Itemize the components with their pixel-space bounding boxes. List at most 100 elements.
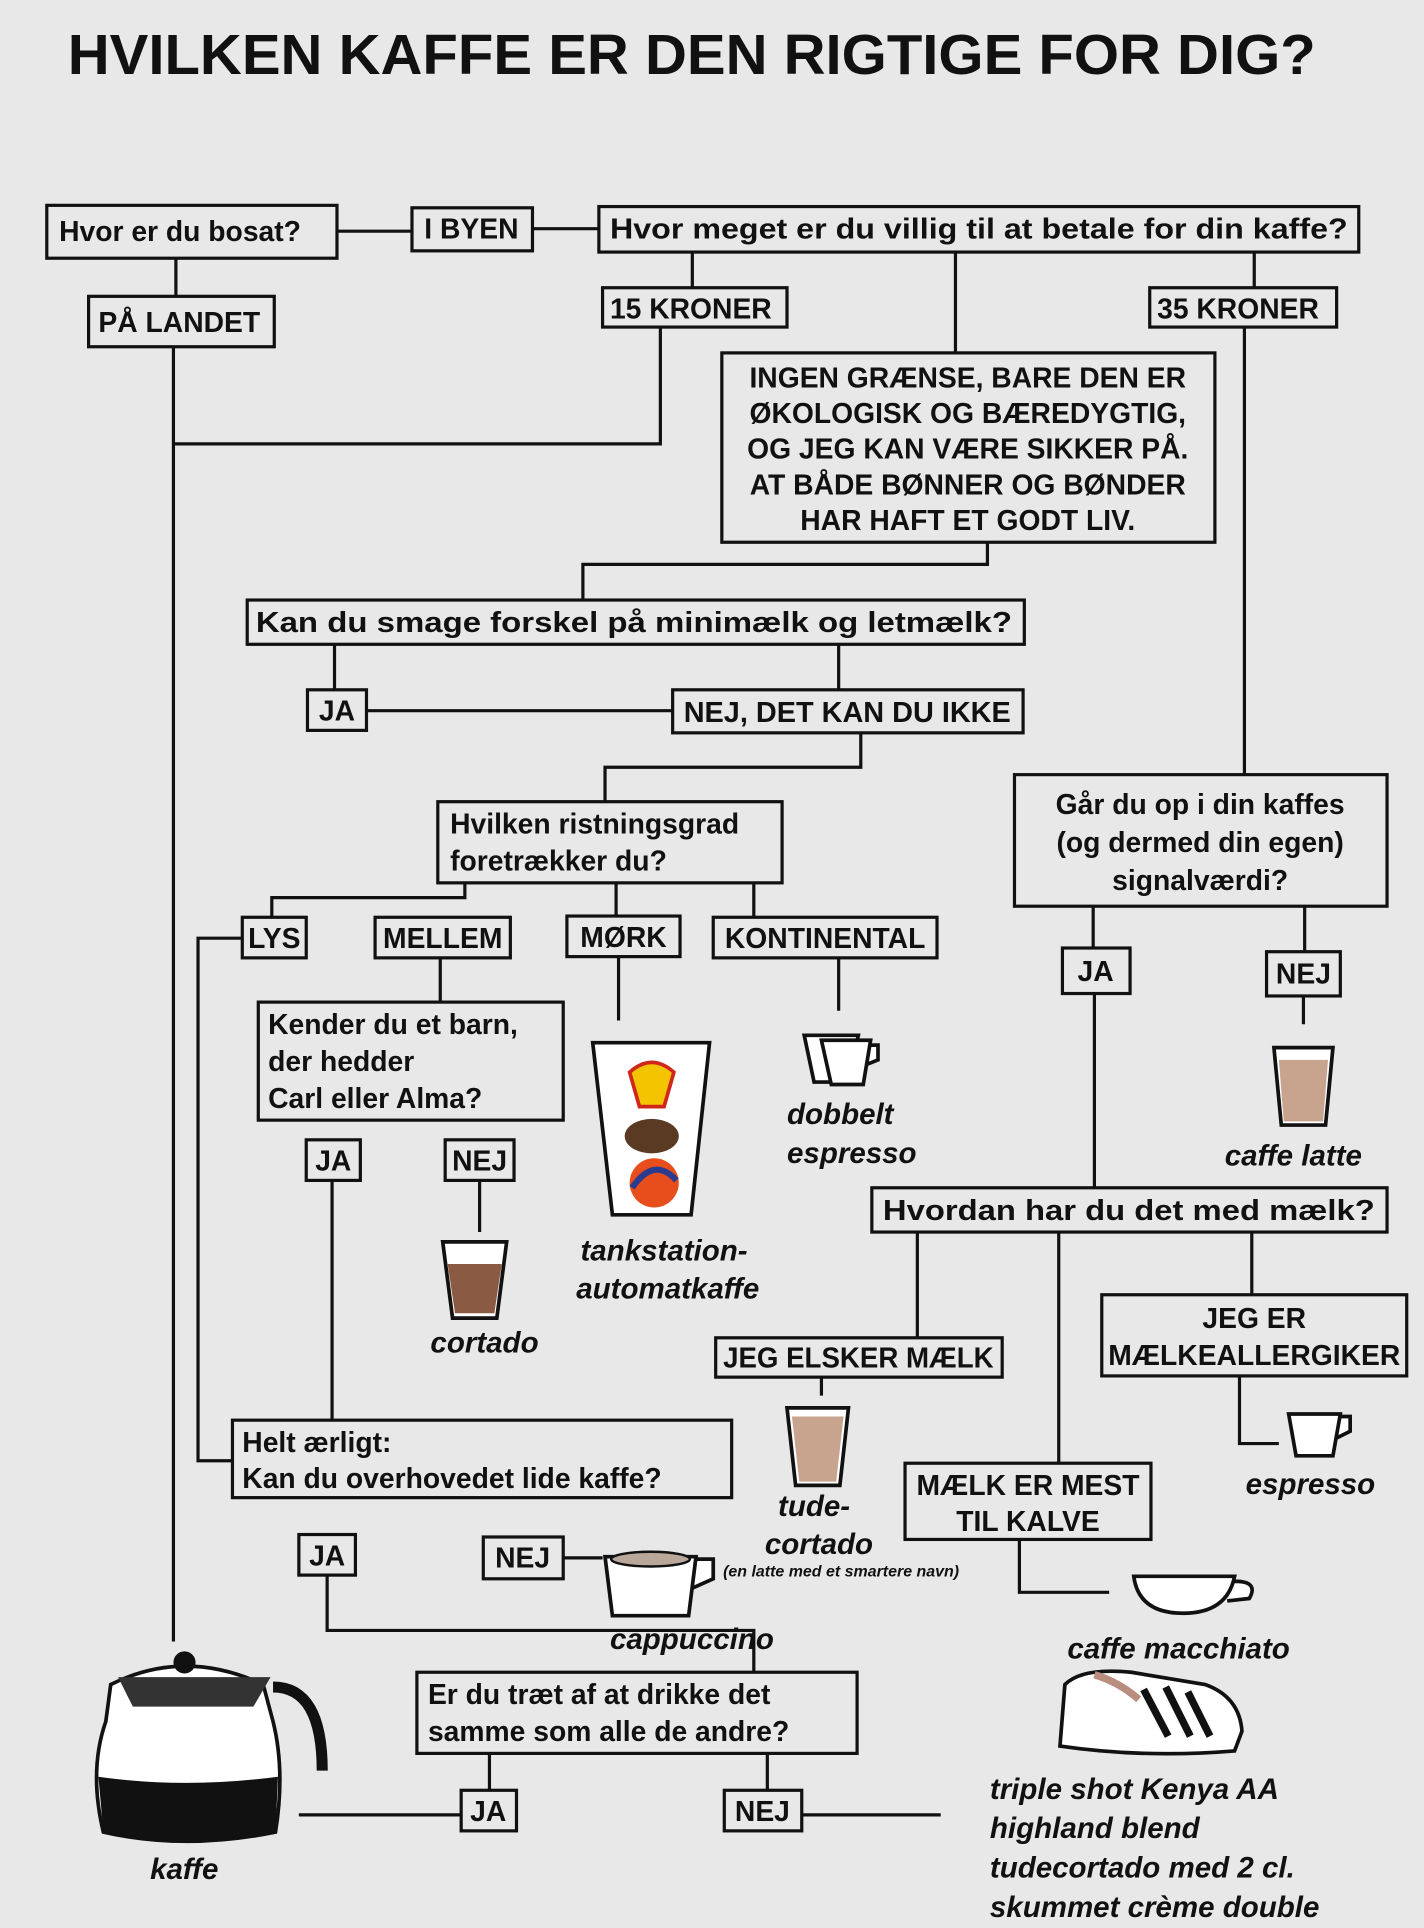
- svg-text:Helt ærligt:: Helt ærligt:: [242, 1426, 391, 1458]
- answer-kontinental: KONTINENTAL: [711, 915, 939, 960]
- svg-text:Kan du smage forskel på minimæ: Kan du smage forskel på minimælk og letm…: [256, 606, 1012, 638]
- question-bosat: Hvor er du bosat?: [45, 203, 339, 260]
- svg-text:JA: JA: [1078, 955, 1114, 987]
- question-traet: Er du træt af at drikke det samme som al…: [415, 1670, 859, 1755]
- answer-i-byen: I BYEN: [410, 206, 535, 253]
- cortado-glass-icon: [440, 1240, 509, 1320]
- svg-text:LYS: LYS: [248, 922, 300, 954]
- svg-text:der hedder: der hedder: [268, 1045, 414, 1077]
- result-tankstation: tankstation-: [580, 1234, 747, 1267]
- result-kenya-line3: tudecortado med 2 cl.: [990, 1852, 1295, 1885]
- result-caffe-macchiato: caffe macchiato: [1067, 1633, 1289, 1666]
- result-tudecortado-line2: cortado: [765, 1528, 873, 1561]
- answer-lide-ja: JA: [297, 1532, 358, 1577]
- result-tudecortado-note: (en latte med et smartere navn): [723, 1563, 959, 1580]
- svg-text:MØRK: MØRK: [580, 921, 667, 953]
- svg-text:Hvor er du bosat?: Hvor er du bosat?: [59, 215, 301, 247]
- svg-text:HAR HAFT ET GODT LIV.: HAR HAFT ET GODT LIV.: [800, 504, 1135, 536]
- answer-35-kroner: 35 KRONER: [1148, 286, 1339, 329]
- svg-text:NEJ: NEJ: [495, 1542, 550, 1574]
- result-caffe-latte: caffe latte: [1225, 1140, 1362, 1173]
- cappuccino-cup-icon: [602, 1550, 716, 1618]
- result-cappuccino: cappuccino: [610, 1623, 774, 1656]
- svg-text:JA: JA: [315, 1145, 351, 1177]
- result-kenya-line1: triple shot Kenya AA: [990, 1773, 1279, 1806]
- svg-text:JA: JA: [470, 1795, 506, 1827]
- question-lide: Helt ærligt: Kan du overhovedet lide kaf…: [230, 1418, 734, 1500]
- answer-lide-nej: NEJ: [481, 1535, 565, 1581]
- answer-signal-nej: NEJ: [1264, 950, 1342, 998]
- svg-text:Hvor meget er du villig til at: Hvor meget er du villig til at betale fo…: [610, 213, 1348, 245]
- svg-text:OG JEG KAN VÆRE SIKKER PÅ.: OG JEG KAN VÆRE SIKKER PÅ.: [747, 433, 1188, 465]
- question-betale: Hvor meget er du villig til at betale fo…: [597, 204, 1361, 254]
- answer-barn-ja: JA: [304, 1138, 362, 1183]
- result-espresso: espresso: [1246, 1468, 1376, 1501]
- answer-moerk: MØRK: [565, 914, 682, 959]
- answer-lys: LYS: [240, 915, 308, 960]
- svg-text:MÆLK ER MEST: MÆLK ER MEST: [917, 1469, 1140, 1501]
- answer-15-kroner: 15 KRONER: [600, 286, 789, 329]
- tudecortado-glass-icon: [784, 1406, 851, 1488]
- result-cortado: cortado: [430, 1327, 538, 1360]
- answer-mellem: MELLEM: [373, 915, 512, 960]
- svg-text:Går du op i din kaffes: Går du op i din kaffes: [1056, 788, 1345, 820]
- answer-barn-nej: NEJ: [443, 1138, 516, 1183]
- svg-text:KONTINENTAL: KONTINENTAL: [725, 922, 925, 954]
- svg-text:JEG ER: JEG ER: [1202, 1302, 1306, 1334]
- sneaker-icon: [1057, 1669, 1244, 1756]
- answer-ingen-graense: INGEN GRÆNSE, BARE DEN ER ØKOLOGISK OG B…: [720, 351, 1217, 544]
- svg-text:Kan du overhovedet lide kaffe?: Kan du overhovedet lide kaffe?: [242, 1462, 661, 1494]
- page-title: HVILKEN KAFFE ER DEN RIGTIGE FOR DIG?: [68, 23, 1316, 86]
- svg-text:Er du træt af at drikke det: Er du træt af at drikke det: [428, 1678, 771, 1710]
- svg-text:Kender du et barn,: Kender du et barn,: [268, 1008, 518, 1040]
- svg-text:NEJ: NEJ: [452, 1145, 507, 1177]
- svg-text:PÅ LANDET: PÅ LANDET: [98, 306, 260, 338]
- answer-traet-ja: JA: [459, 1788, 519, 1833]
- question-barn: Kender du et barn, der hedder Carl eller…: [256, 1000, 565, 1122]
- coffee-pot-icon: [94, 1651, 328, 1844]
- result-dobbelt-espresso-line2: espresso: [787, 1137, 917, 1170]
- answer-nej-kan-ikke: NEJ, DET KAN DU IKKE: [671, 688, 1025, 735]
- svg-text:TIL KALVE: TIL KALVE: [956, 1505, 1099, 1537]
- result-kenya-line2: highland blend: [990, 1812, 1201, 1845]
- svg-text:NEJ: NEJ: [735, 1795, 790, 1827]
- answer-ja: JA: [305, 688, 369, 732]
- svg-text:Carl eller Alma?: Carl eller Alma?: [268, 1082, 482, 1114]
- answer-kalve: MÆLK ER MEST TIL KALVE: [903, 1461, 1153, 1542]
- svg-text:Hvordan har du det med mælk?: Hvordan har du det med mælk?: [883, 1194, 1375, 1226]
- espresso-cup-2-icon: [1286, 1412, 1353, 1458]
- svg-text:MÆLKEALLERGIKER: MÆLKEALLERGIKER: [1108, 1339, 1400, 1371]
- result-kaffe: kaffe: [150, 1853, 218, 1886]
- answer-allergiker: JEG ER MÆLKEALLERGIKER: [1100, 1293, 1409, 1378]
- result-kenya-line4: skummet crème double: [990, 1891, 1320, 1924]
- svg-text:foretrækker du?: foretrækker du?: [450, 845, 667, 877]
- svg-text:I BYEN: I BYEN: [424, 213, 518, 245]
- macchiato-cup-icon: [1131, 1574, 1254, 1616]
- question-maelk-smag: Kan du smage forskel på minimælk og letm…: [245, 598, 1026, 646]
- svg-text:35 KRONER: 35 KRONER: [1157, 292, 1319, 324]
- svg-text:15 KRONER: 15 KRONER: [610, 292, 772, 324]
- svg-text:JA: JA: [309, 1539, 345, 1571]
- question-maelk: Hvordan har du det med mælk?: [870, 1186, 1389, 1234]
- answer-signal-ja: JA: [1060, 946, 1132, 996]
- svg-text:samme som alle de andre?: samme som alle de andre?: [428, 1715, 789, 1747]
- svg-text:MELLEM: MELLEM: [383, 922, 502, 954]
- svg-text:(og dermed din egen): (og dermed din egen): [1056, 826, 1343, 858]
- answer-paa-landet: PÅ LANDET: [86, 294, 276, 349]
- result-tankstation-line2: automatkaffe: [576, 1272, 759, 1305]
- svg-text:INGEN GRÆNSE, BARE DEN ER: INGEN GRÆNSE, BARE DEN ER: [749, 361, 1186, 393]
- result-dobbelt-espresso: dobbelt: [787, 1098, 895, 1131]
- svg-text:ØKOLOGISK OG BÆREDYGTIG,: ØKOLOGISK OG BÆREDYGTIG,: [749, 397, 1186, 429]
- svg-text:AT BÅDE BØNNER OG BØNDER: AT BÅDE BØNNER OG BØNDER: [750, 468, 1186, 500]
- svg-text:Hvilken ristningsgrad: Hvilken ristningsgrad: [450, 808, 739, 840]
- svg-text:NEJ: NEJ: [1276, 958, 1331, 990]
- question-ristning: Hvilken ristningsgrad foretrækker du?: [436, 800, 784, 885]
- vending-cup-icon: [590, 1040, 712, 1217]
- result-tudecortado: tude-: [778, 1490, 850, 1523]
- svg-text:JA: JA: [319, 695, 355, 727]
- svg-text:signalværdi?: signalværdi?: [1112, 864, 1288, 896]
- answer-traet-nej: NEJ: [722, 1788, 804, 1833]
- svg-text:JEG ELSKER MÆLK: JEG ELSKER MÆLK: [723, 1341, 994, 1373]
- svg-text:NEJ, DET KAN DU IKKE: NEJ, DET KAN DU IKKE: [684, 696, 1011, 728]
